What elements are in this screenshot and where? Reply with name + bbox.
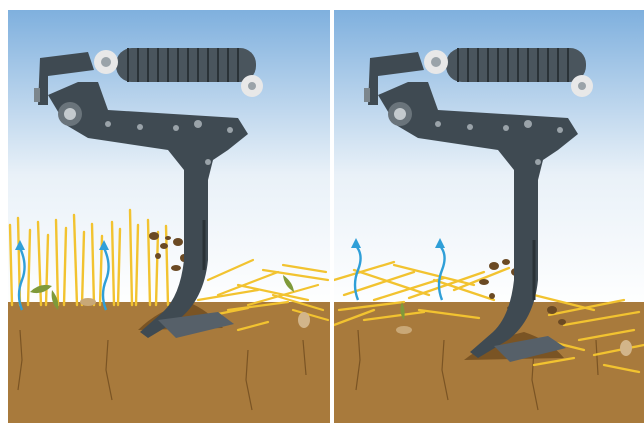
- coil-spring: [446, 48, 586, 82]
- seed: [396, 326, 412, 334]
- tine-illustration-flattened-stubble: [334, 10, 644, 423]
- pivot-icon: [101, 57, 111, 67]
- main-pivot-hub: [394, 108, 406, 120]
- seed: [298, 312, 310, 328]
- bolt: [364, 88, 370, 102]
- pivot-icon: [248, 82, 256, 90]
- pivot-icon: [431, 57, 441, 67]
- bolt: [34, 88, 40, 102]
- left-scene: [8, 10, 330, 423]
- main-pivot-hub: [64, 108, 76, 120]
- pivot-icon: [578, 82, 586, 90]
- tine-illustration-standing-stubble: [8, 10, 330, 423]
- seed: [80, 298, 96, 306]
- seed: [620, 340, 632, 356]
- coil-spring: [116, 48, 256, 82]
- right-scene: [334, 10, 644, 423]
